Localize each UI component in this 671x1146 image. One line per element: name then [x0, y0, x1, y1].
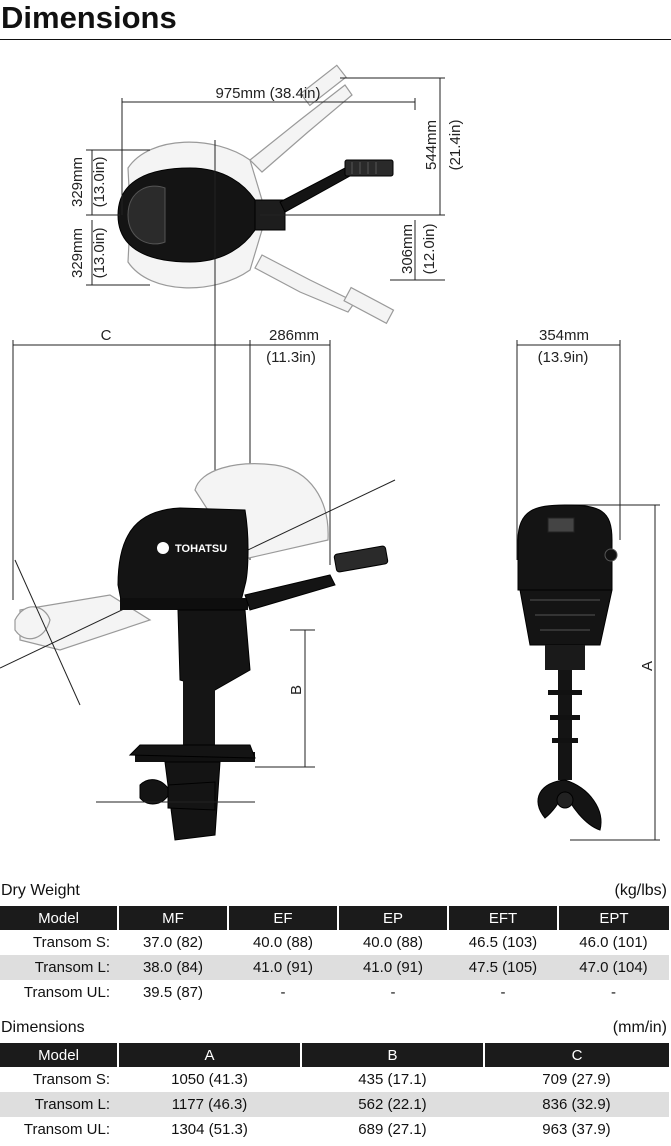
table-row: Transom S: 1050 (41.3) 435 (17.1) 709 (2… [0, 1067, 669, 1092]
side-view-drawing: C 286mm (11.3in) TOHATSU [0, 140, 396, 841]
table-cell: 37.0 (82) [142, 934, 204, 951]
rear-view-drawing: 354mm (13.9in) A [516, 327, 660, 841]
tiller-handle-side [333, 545, 389, 573]
table-cell: 435 (17.1) [358, 1071, 427, 1088]
dim-transom-clamp: 286mm [269, 327, 319, 344]
table-cell: 1304 (51.3) [171, 1121, 248, 1138]
dim-label-b: B [288, 685, 305, 695]
dim-rear-width-in: (13.9in) [538, 349, 589, 366]
dim-height-top-in: (21.4in) [447, 120, 464, 171]
row-label: Transom UL: [23, 984, 110, 1001]
top-view-drawing: 975mm (38.4in) 544mm (21.4in) 329mm (13.… [69, 64, 464, 325]
dim-width-total: 975mm (38.4in) [215, 85, 320, 102]
tohatsu-logo: TOHATSU [157, 542, 227, 555]
row-label: Transom UL: [23, 1121, 110, 1138]
dry-weight-table: Model MF EF EP EFT EPT Transom S: 37.0 (… [0, 906, 669, 1005]
table-row: Transom L: 1177 (46.3) 562 (22.1) 836 (3… [0, 1092, 669, 1117]
table-cell: 47.5 (105) [448, 955, 558, 980]
table-cell: 1050 (41.3) [171, 1071, 248, 1088]
dim-height-top: 544mm [423, 120, 440, 170]
table-cell: 39.5 (87) [142, 984, 204, 1001]
dim-half-width-upper-in: (13.0in) [91, 157, 108, 208]
column-header: Model [0, 906, 119, 930]
column-header: EF [228, 906, 339, 930]
column-header: EFT [448, 906, 559, 930]
table-cell: 40.0 (88) [252, 934, 314, 951]
dry-weight-header-row: Model MF EF EP EFT EPT [0, 906, 669, 930]
dimensions-header-row: Model A B C [0, 1043, 669, 1067]
table-cell: - [390, 984, 396, 1001]
table-cell: 709 (27.9) [542, 1071, 611, 1088]
dim-rear-width: 354mm [539, 327, 589, 344]
dim-half-width-lower: 329mm [69, 228, 86, 278]
column-header: MF [118, 906, 229, 930]
table-row: Transom UL: 1304 (51.3) 689 (27.1) 963 (… [0, 1117, 669, 1142]
table-cell: 836 (32.9) [484, 1092, 669, 1117]
dim-tiller-offset-in: (12.0in) [421, 224, 438, 275]
dim-half-width-upper: 329mm [69, 157, 86, 207]
dry-weight-title: Dry Weight [1, 882, 80, 899]
table-cell: 41.0 (91) [338, 955, 448, 980]
dimensions-table-header: Dimensions (mm/in) [0, 1017, 671, 1039]
column-header: EPT [558, 906, 669, 930]
dim-half-width-lower-in: (13.0in) [91, 228, 108, 279]
table-cell: - [500, 984, 506, 1001]
dimensions-table-title: Dimensions [1, 1019, 85, 1036]
table-cell: 38.0 (84) [118, 955, 228, 980]
dim-tiller-offset: 306mm [399, 224, 416, 274]
table-cell: 689 (27.1) [358, 1121, 427, 1138]
table-cell: 46.0 (101) [579, 934, 648, 951]
column-header: Model [0, 1043, 119, 1067]
cowling-side-view [117, 507, 249, 606]
table-cell: 40.0 (88) [362, 934, 424, 951]
table-cell: - [280, 984, 286, 1001]
table-row: Transom L: 38.0 (84) 41.0 (91) 41.0 (91)… [0, 955, 669, 980]
table-cell: 562 (22.1) [301, 1092, 484, 1117]
table-cell: 963 (37.9) [542, 1121, 611, 1138]
table-row: Transom S: 37.0 (82) 40.0 (88) 40.0 (88)… [0, 930, 669, 955]
dimensions-table: Model A B C Transom S: 1050 (41.3) 435 (… [0, 1043, 669, 1142]
table-cell: 41.0 (91) [228, 955, 338, 980]
column-header: EP [338, 906, 449, 930]
table-cell: 1177 (46.3) [118, 1092, 301, 1117]
row-label: Transom S: [33, 1071, 110, 1088]
dry-weight-unit: (kg/lbs) [614, 882, 667, 899]
column-header: A [118, 1043, 302, 1067]
dim-transom-clamp-in: (11.3in) [266, 349, 316, 366]
cowling-rear-view [517, 504, 613, 591]
row-label: Transom L: [0, 1092, 118, 1117]
row-label: Transom S: [33, 934, 110, 951]
table-cell: 46.5 (103) [468, 934, 538, 951]
dim-label-c: C [101, 327, 112, 344]
tiller-grip [344, 159, 394, 177]
table-row: Transom UL: 39.5 (87) - - - - [0, 980, 669, 1005]
dim-label-a: A [639, 661, 656, 671]
table-cell: - [611, 984, 616, 1001]
row-label: Transom L: [0, 955, 118, 980]
dimensions-table-unit: (mm/in) [612, 1019, 667, 1036]
table-cell: 47.0 (104) [558, 955, 669, 980]
page-title: Dimensions [0, 0, 671, 40]
column-header: B [301, 1043, 485, 1067]
column-header: C [484, 1043, 669, 1067]
outboard-dimension-drawing: 975mm (38.4in) 544mm (21.4in) 329mm (13.… [0, 64, 660, 841]
dry-weight-header: Dry Weight (kg/lbs) [0, 880, 671, 902]
svg-text:TOHATSU: TOHATSU [175, 543, 227, 555]
